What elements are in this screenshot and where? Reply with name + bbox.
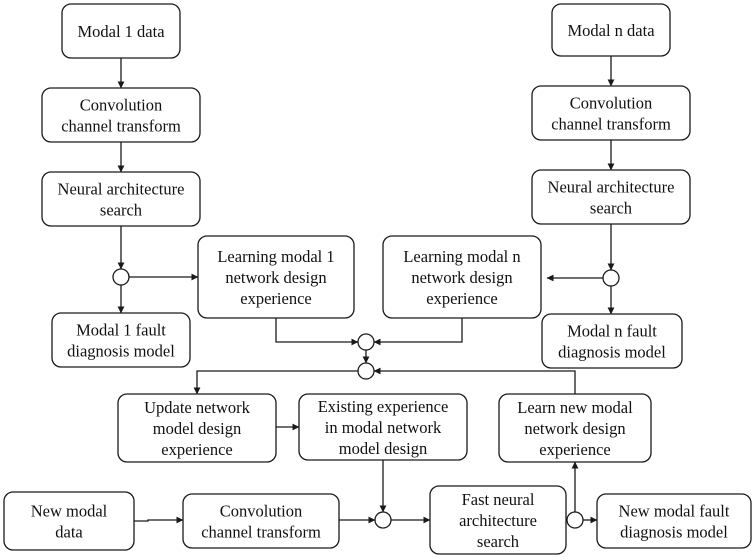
label-new-convolution: Convolution channel transform <box>201 502 321 542</box>
nodes: Modal 1 data Convolution channel transfor… <box>3 3 752 555</box>
label-line: diagnosis model <box>558 343 666 362</box>
label-line: experience <box>161 440 232 459</box>
node-update-experience <box>117 393 277 463</box>
label-line: Neural architecture <box>548 178 675 197</box>
node-learn-modal1 <box>197 235 355 319</box>
node-new-modal-fault <box>596 493 752 549</box>
label-line: Convolution <box>570 94 653 113</box>
junction-bottom-left <box>374 511 392 529</box>
label-line: Learning modal n <box>403 247 520 266</box>
edge-learnm1-merge <box>275 318 359 346</box>
label-line: diagnosis model <box>620 523 728 542</box>
label-line: channel transform <box>201 523 321 542</box>
label-modaln-nas: Neural architecture search <box>548 178 675 218</box>
edges <box>117 56 615 524</box>
label-line: channel transform <box>551 115 671 134</box>
label-line: New modal fault <box>619 502 730 521</box>
label-line: data <box>55 523 83 542</box>
junction-bottom-right <box>566 511 584 529</box>
label-line: model design <box>153 419 241 438</box>
label-line: search <box>100 201 143 220</box>
node-modal1-data <box>61 3 181 59</box>
label-modal1-nas: Neural architecture search <box>58 180 185 220</box>
junction-modaln <box>602 269 620 287</box>
label-line: search <box>590 199 633 218</box>
edge-newdata-newconv <box>134 516 184 524</box>
node-learn-modaln <box>382 235 542 319</box>
label-line: in modal network <box>325 418 442 437</box>
label-line: Learn new modal <box>517 398 633 417</box>
node-new-modal-data <box>3 491 135 551</box>
junction-modal1 <box>112 268 130 286</box>
node-modaln-data <box>551 3 671 57</box>
label-line: Fast neural <box>462 490 535 509</box>
label-new-modal-fault: New modal fault diagnosis model <box>619 502 730 542</box>
label-modaln-convolution: Convolution channel transform <box>551 94 671 134</box>
label-update-experience: Update network model design experience <box>144 398 251 459</box>
label-line: Convolution <box>80 96 163 115</box>
node-fast-nas <box>429 485 567 555</box>
edge-learnmn-merge <box>373 318 463 346</box>
edge-lower-update <box>193 370 358 395</box>
label-line: model design <box>339 439 427 458</box>
node-modaln-convolution <box>531 85 691 141</box>
label-learn-new-modal: Learn new modal network design experience <box>517 398 633 459</box>
label-line: Neural architecture <box>58 180 185 199</box>
label-learn-modal1: Learning modal 1 network design experience <box>217 247 334 308</box>
node-modaln-nas <box>531 169 691 225</box>
node-modaln-fault <box>541 313 683 369</box>
label-line: architecture <box>459 511 537 530</box>
label-line: Modal 1 data <box>77 22 165 41</box>
label-modal1-fault: Modal 1 fault diagnosis model <box>67 321 175 361</box>
label-line: channel transform <box>61 117 181 136</box>
label-fast-nas: Fast neural architecture search <box>459 490 537 551</box>
label-line: Modal n data <box>567 21 655 40</box>
node-new-convolution <box>182 493 340 549</box>
label-modaln-data: Modal n data <box>567 21 655 40</box>
label-line: Update network <box>144 398 251 417</box>
label-line: search <box>477 532 520 551</box>
node-modal1-nas <box>41 171 201 227</box>
label-existing-experience: Existing experience in modal network model… <box>318 397 449 458</box>
node-modal1-fault <box>51 312 191 368</box>
label-modal1-data: Modal 1 data <box>77 22 165 41</box>
label-line: Convolution <box>220 502 303 521</box>
edge-learnnew-lower <box>373 367 576 394</box>
label-line: Learning modal 1 <box>217 247 334 266</box>
node-existing-experience <box>298 393 468 461</box>
label-line: New modal <box>31 502 108 521</box>
label-modaln-fault: Modal n fault diagnosis model <box>558 322 666 362</box>
label-new-modal-data: New modal data <box>31 502 108 542</box>
label-line: Existing experience <box>318 397 449 416</box>
label-line: network design <box>411 268 512 287</box>
label-line: Modal 1 fault <box>76 321 166 340</box>
label-line: experience <box>539 440 610 459</box>
label-line: diagnosis model <box>67 342 175 361</box>
label-learn-modaln: Learning modal n network design experience <box>403 247 520 308</box>
label-line: network design <box>225 268 326 287</box>
label-modal1-convolution: Convolution channel transform <box>61 96 181 136</box>
label-line: experience <box>426 289 497 308</box>
node-learn-new-modal <box>498 393 652 463</box>
junction-merge-top <box>357 333 375 351</box>
label-line: Modal n fault <box>567 322 657 341</box>
label-line: network design <box>524 419 625 438</box>
node-modal1-convolution <box>41 87 201 143</box>
junction-merge-lower <box>357 362 375 380</box>
junctions <box>112 268 620 529</box>
label-line: experience <box>240 289 311 308</box>
